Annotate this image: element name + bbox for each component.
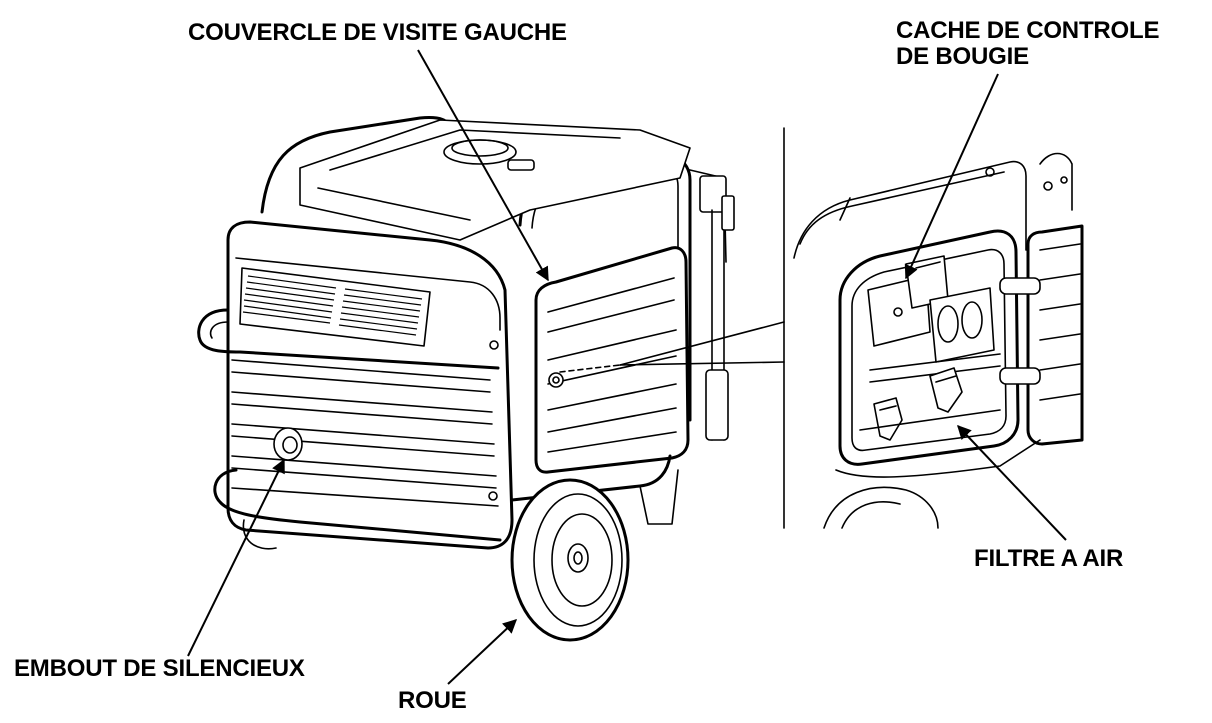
label-spark-cap-line2: DE BOUGIE	[896, 43, 1029, 70]
label-muffler-tip: EMBOUT DE SILENCIEUX	[14, 655, 305, 682]
detail-illustration	[793, 152, 1084, 529]
vent-grille	[242, 275, 423, 336]
label-air-filter: FILTRE A AIR	[974, 545, 1124, 572]
leader-left-cover	[417, 49, 549, 282]
leader-spark-cap	[904, 73, 999, 280]
leader-air-filter	[957, 424, 1067, 541]
generator-illustration	[197, 116, 735, 642]
leader-wheel	[447, 619, 518, 685]
label-left-cover: COUVERCLE DE VISITE GAUCHE	[188, 19, 567, 46]
label-wheel: ROUE	[398, 687, 467, 714]
leader-muffler-tip	[187, 458, 285, 657]
label-spark-cap-line1: CACHE DE CONTROLE	[896, 17, 1160, 44]
